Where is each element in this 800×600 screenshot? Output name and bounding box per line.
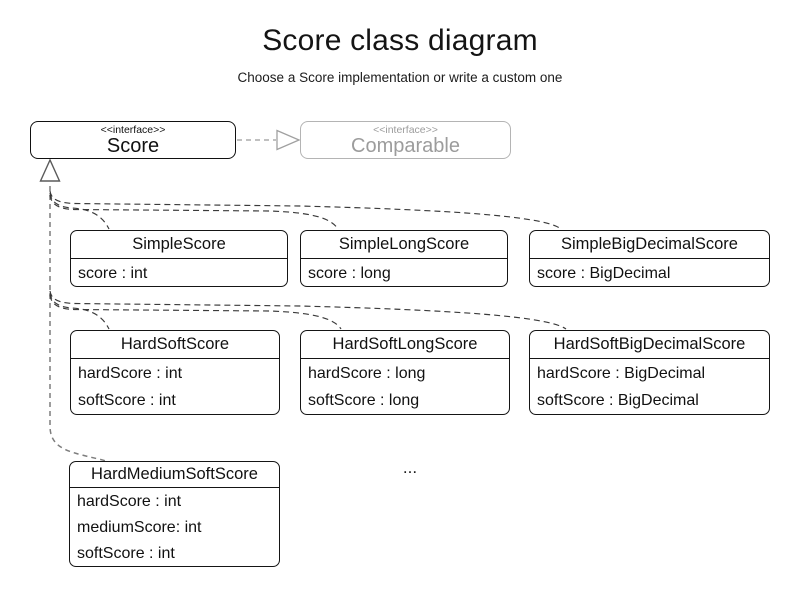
edge-simplescore-implements-score: [49, 192, 110, 230]
edge-hardsoftlongscore-implements-score: [49, 294, 342, 330]
class-hardsoftscore: HardSoftScore hardScore : int softScore …: [70, 330, 280, 415]
class-attribute: score : BigDecimal: [537, 265, 671, 282]
edge-simplelongscore-implements-score: [49, 194, 339, 230]
page-subtitle: Choose a Score implementation or write a…: [237, 70, 563, 85]
more-classes-ellipsis: ...: [402, 458, 418, 477]
class-attribute: softScore : BigDecimal: [537, 392, 699, 409]
class-attributes: score : int: [71, 259, 287, 286]
class-name: HardSoftScore: [71, 331, 279, 359]
class-simplescore: SimpleScore score : int: [70, 230, 288, 287]
inheritance-triangle-icon: [39, 158, 61, 182]
class-attributes: score : BigDecimal: [530, 259, 769, 286]
class-attribute: softScore : long: [308, 392, 420, 409]
class-attribute: hardScore : int: [78, 365, 183, 382]
class-name: SimpleLongScore: [301, 231, 507, 259]
class-attribute: softScore : int: [77, 545, 175, 562]
class-attributes: score : long: [301, 259, 507, 286]
extends-triangle-icon: [276, 129, 301, 151]
class-attribute: hardScore : long: [308, 365, 426, 382]
class-simplebigdecimalscore: SimpleBigDecimalScore score : BigDecimal: [529, 230, 770, 287]
class-simplelongscore: SimpleLongScore score : long: [300, 230, 508, 287]
comparable-name: Comparable: [351, 134, 460, 157]
score-stereotype: <<interface>>: [100, 123, 166, 136]
class-name: HardMediumSoftScore: [70, 462, 279, 488]
class-attributes: hardScore : long softScore : long: [301, 359, 509, 414]
edge-simplebigdecimalscore-implements-score: [49, 190, 562, 230]
class-attributes: hardScore : int softScore : int: [71, 359, 279, 414]
interface-comparable: <<interface>> Comparable: [300, 121, 511, 159]
score-name: Score: [106, 134, 160, 157]
edge-hardsoftscore-implements-score: [49, 292, 110, 330]
class-attribute: score : long: [308, 265, 391, 282]
class-attribute: softScore : int: [78, 392, 176, 409]
class-name: SimpleBigDecimalScore: [530, 231, 769, 259]
edge-hardsoftbigdecimalscore-implements-score: [49, 290, 567, 330]
class-attributes: hardScore : BigDecimal softScore : BigDe…: [530, 359, 769, 414]
page-title: Score class diagram: [262, 24, 538, 57]
class-name: SimpleScore: [71, 231, 287, 259]
class-name: HardSoftBigDecimalScore: [530, 331, 769, 359]
class-hardsoftbigdecimalscore: HardSoftBigDecimalScore hardScore : BigD…: [529, 330, 770, 415]
class-hardmediumsoftscore: HardMediumSoftScore hardScore : int medi…: [69, 461, 280, 567]
class-attribute: hardScore : int: [77, 493, 182, 510]
interface-score: <<interface>> Score: [30, 121, 236, 159]
class-hardsoftlongscore: HardSoftLongScore hardScore : long softS…: [300, 330, 510, 415]
comparable-stereotype: <<interface>>: [373, 123, 438, 136]
class-name: HardSoftLongScore: [301, 331, 509, 359]
realization-trunk-edge: [49, 186, 109, 463]
class-attribute: mediumScore: int: [77, 519, 202, 536]
class-attribute: score : int: [78, 265, 148, 282]
class-attributes: hardScore : int mediumScore: int softSco…: [70, 488, 279, 566]
class-attribute: hardScore : BigDecimal: [537, 365, 706, 382]
